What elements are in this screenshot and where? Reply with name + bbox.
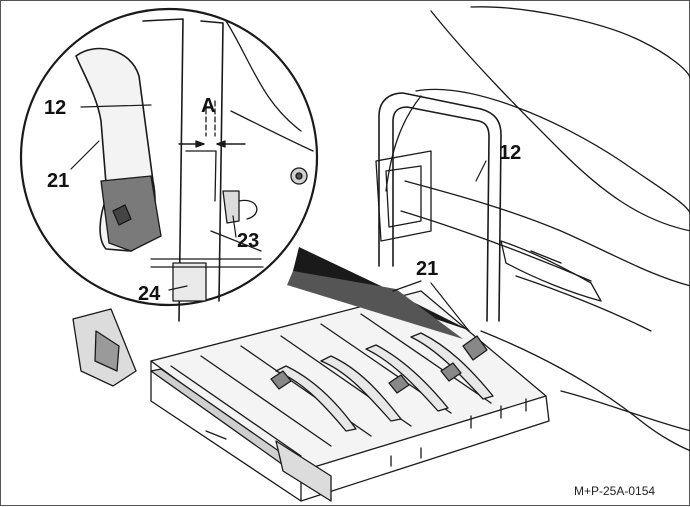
dimension-a-label: A: [201, 95, 216, 117]
callout-leaders: [70, 104, 487, 332]
callout-21-main: 21: [416, 258, 439, 280]
upright-bracket: [378, 92, 502, 322]
callout-23: 23: [237, 230, 260, 252]
callout-21-detail: 21: [47, 170, 70, 192]
callout-12-main: 12: [499, 142, 522, 164]
callout-24: 24: [138, 283, 161, 305]
detail-magnifier: [19, 7, 319, 322]
detail-leader-wedges: [287, 247, 471, 339]
reference-code: M+P-25A-0154: [574, 484, 656, 498]
callout-12-detail: 12: [44, 97, 67, 119]
carrier-platform: [72, 290, 550, 502]
